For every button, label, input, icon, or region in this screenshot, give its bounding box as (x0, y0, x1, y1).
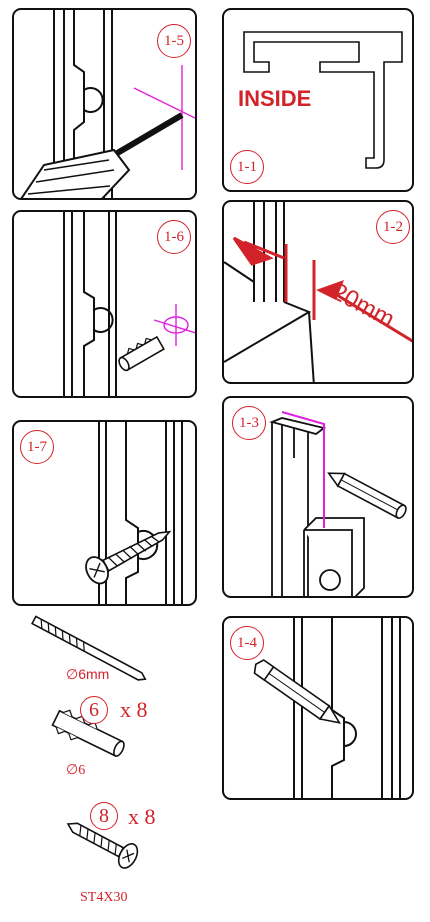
step-1-4-badge: 1-4 (230, 626, 264, 660)
step-1-5-illustration (20, 10, 195, 198)
step-1-6-illustration (63, 212, 195, 396)
step-1-7-illustration (85, 422, 183, 604)
profile-cross-section (243, 31, 403, 169)
drill-size-label: ∅6mm (66, 666, 110, 682)
anchor-part-number: 6 (80, 696, 108, 724)
step-1-3-panel: 1-3 (222, 396, 414, 598)
drill-bit-illustration (31, 615, 147, 681)
step-1-2-illustration (224, 202, 412, 382)
screw-part-number: 8 (90, 802, 118, 830)
step-1-5-panel: 1-5 (12, 8, 197, 200)
anchor-size-label: ∅6 (66, 763, 86, 778)
step-1-7-panel: 1-7 (12, 420, 197, 606)
screw-quantity: x 8 (128, 804, 156, 829)
step-1-4-illustration (253, 618, 401, 798)
step-1-2-panel: 20mm 1-2 (222, 200, 414, 384)
screw-illustration (66, 822, 139, 869)
step-1-3-badge: 1-3 (232, 406, 266, 440)
step-1-1-panel: INSIDE 1-1 (222, 8, 414, 192)
screw-name-label: ST4X30 (80, 890, 128, 905)
step-1-7-badge: 1-7 (20, 430, 54, 464)
inside-label: INSIDE (238, 86, 312, 111)
step-1-5-badge: 1-5 (157, 24, 191, 58)
step-1-3-illustration (269, 411, 407, 596)
step-1-4-panel: 1-4 (222, 616, 414, 800)
step-1-6-badge: 1-6 (157, 220, 191, 254)
step-1-1-badge: 1-1 (230, 150, 264, 184)
step-1-2-badge: 1-2 (376, 210, 410, 244)
anchor-quantity: x 8 (120, 697, 148, 722)
step-1-6-panel: 1-6 (12, 210, 197, 398)
